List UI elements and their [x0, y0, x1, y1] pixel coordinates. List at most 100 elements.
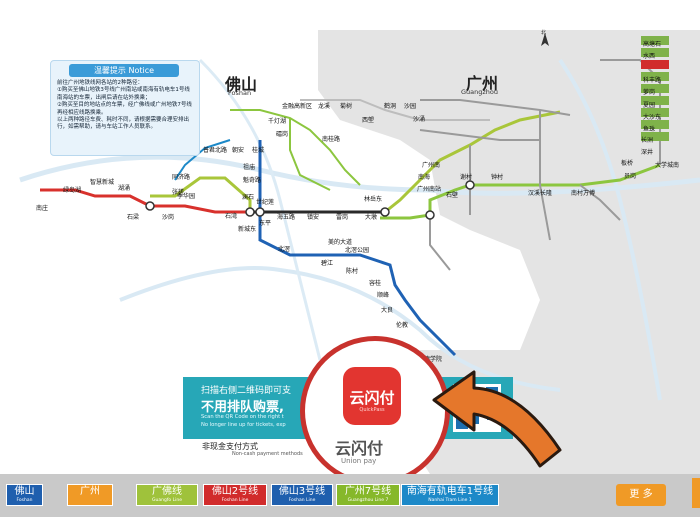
station-label: 沙岗: [162, 214, 175, 221]
line-tab-label: 南海有轨电车1号线: [406, 486, 494, 497]
line-tab-sub-label: Guangfo Line: [152, 498, 182, 503]
station-label: 镇安: [307, 214, 320, 221]
line-tab-label: 佛山3号线: [278, 486, 326, 497]
payment-label: 非现金支付方式: [202, 442, 258, 451]
station-label: 林岳东: [364, 196, 383, 203]
guangzhou-label: 广州: [466, 74, 499, 93]
station-label: 南庄: [36, 205, 49, 212]
compass-label: 北: [541, 30, 547, 36]
pointer-arrow-icon: [432, 370, 562, 468]
line-tab-sub-label: Foshan: [16, 498, 33, 503]
station-label: 大学城南: [655, 162, 680, 169]
unionpay-app-icon[interactable]: 云闪付 QuickPass: [343, 367, 401, 425]
foshan-en-label: Foshan: [228, 89, 252, 97]
guangzhou-area: [318, 30, 700, 474]
more-button[interactable]: 更 多: [616, 484, 666, 506]
line-tab-sub-label: Foshan Line: [288, 498, 316, 503]
qr-promo-line-3: Scan the QR Code on the right t: [201, 414, 284, 420]
station-label: 高塘石: [643, 41, 662, 48]
station-label: 北滘: [278, 246, 291, 253]
line-tab-label: 佛山2号线: [211, 486, 259, 497]
station-label: 世纪莲: [256, 199, 275, 206]
station-label: 板桥: [621, 160, 634, 167]
station-label: 大良: [381, 307, 394, 314]
station-label: 钟村: [491, 174, 504, 181]
station-label: 容桂: [369, 280, 382, 287]
station-label: 季华园: [177, 193, 196, 200]
station-label: 南桂路: [322, 136, 341, 143]
station-label: 海五路: [277, 214, 296, 221]
station-label: 桂城: [252, 147, 265, 154]
line-tab-label: 广佛线: [152, 486, 182, 497]
station-label: 东平: [259, 220, 272, 227]
notice-panel: 温馨提示 Notice 前往广州地铁线网各站的2种路径： ①购买至佛山地铁3号线…: [50, 60, 200, 156]
station-label: 大墩: [365, 214, 378, 221]
station-label: 新城东: [238, 226, 257, 233]
station-label: 员岗: [624, 173, 637, 180]
unionpay-zoom-circle: 云闪付 QuickPass 云闪付 Union pay: [300, 336, 450, 486]
station-label: 石梁: [127, 214, 140, 221]
station-label: 顺峰: [377, 292, 390, 299]
station-label: 广州南: [422, 162, 441, 169]
station-label: 广州南站: [417, 186, 442, 193]
payment-sub-label: Non-cash payment methods: [232, 451, 303, 457]
station-label: 魁奇路: [243, 177, 262, 184]
station-label: 夏园: [643, 102, 656, 109]
qr-promo-line-1: 扫描右侧二维码即可支: [201, 386, 292, 396]
line-2-route: [40, 188, 250, 214]
station-label: 祖庙: [243, 164, 256, 171]
station-label: 湖涌: [118, 185, 131, 192]
station-label: 澜石: [242, 194, 255, 201]
line-3-route: [258, 140, 457, 357]
station-label: 美的大道: [328, 239, 353, 246]
notice-title: 温馨提示 Notice: [69, 64, 179, 77]
station-label: 长洲: [641, 137, 654, 144]
station-label: 南海: [418, 174, 431, 181]
station-label: 沙园: [404, 103, 417, 110]
line-tab-label: 广州7号线: [344, 486, 392, 497]
station-label: 谢村: [460, 174, 473, 181]
line-tab-sub-label: Foshan Line: [221, 498, 249, 503]
metro-map: [19, 30, 700, 474]
station-label: 深井: [641, 149, 654, 156]
station-label: 绿岛湖: [63, 187, 82, 194]
station-label: 鱼珠: [643, 126, 656, 133]
station-label: 智慧新城: [90, 179, 115, 186]
station-label: 千灯湖: [268, 118, 287, 125]
station-label: 菊树: [340, 103, 353, 110]
foshan-label: 佛山: [225, 75, 258, 94]
station-label: 水西: [643, 53, 656, 60]
station-label: 碧江: [321, 260, 334, 267]
station-label: 礌岗: [276, 131, 289, 138]
station-label: 朝安: [232, 147, 245, 154]
qr-promo-line-4: No longer line up for tickets, exp: [201, 422, 286, 428]
station-label: 伦教: [396, 322, 409, 329]
station-label: 石湾: [225, 213, 238, 220]
station-label: 普君北路: [203, 147, 228, 154]
station-label: 龙溪: [318, 103, 331, 110]
line-tab-sub-label: Nanhai Tram Line 1: [428, 498, 472, 503]
line-tab[interactable]: 广州: [67, 484, 113, 506]
station-label: 科丰路: [643, 77, 662, 84]
station-label: 石壁: [446, 192, 459, 199]
guangzhou-en-label: Guangzhou: [461, 88, 499, 96]
gz-line-stations: [641, 36, 669, 141]
edge-handle[interactable]: [692, 478, 700, 508]
unionpay-icon-sub: QuickPass: [359, 407, 385, 413]
station-label: 张槎: [172, 189, 185, 196]
station-label: 南村万博: [571, 190, 596, 197]
station-label: 西塱: [362, 117, 375, 124]
qr-promo-line-2: 不用排队购票,: [201, 400, 284, 415]
station-label: 金融高新区: [282, 103, 313, 110]
station-label: 汉溪长隆: [528, 190, 553, 197]
station-label: 雷岗: [336, 214, 349, 221]
unionpay-icon-text: 云闪付: [349, 389, 395, 407]
station-label: 鹤洞: [384, 103, 397, 110]
